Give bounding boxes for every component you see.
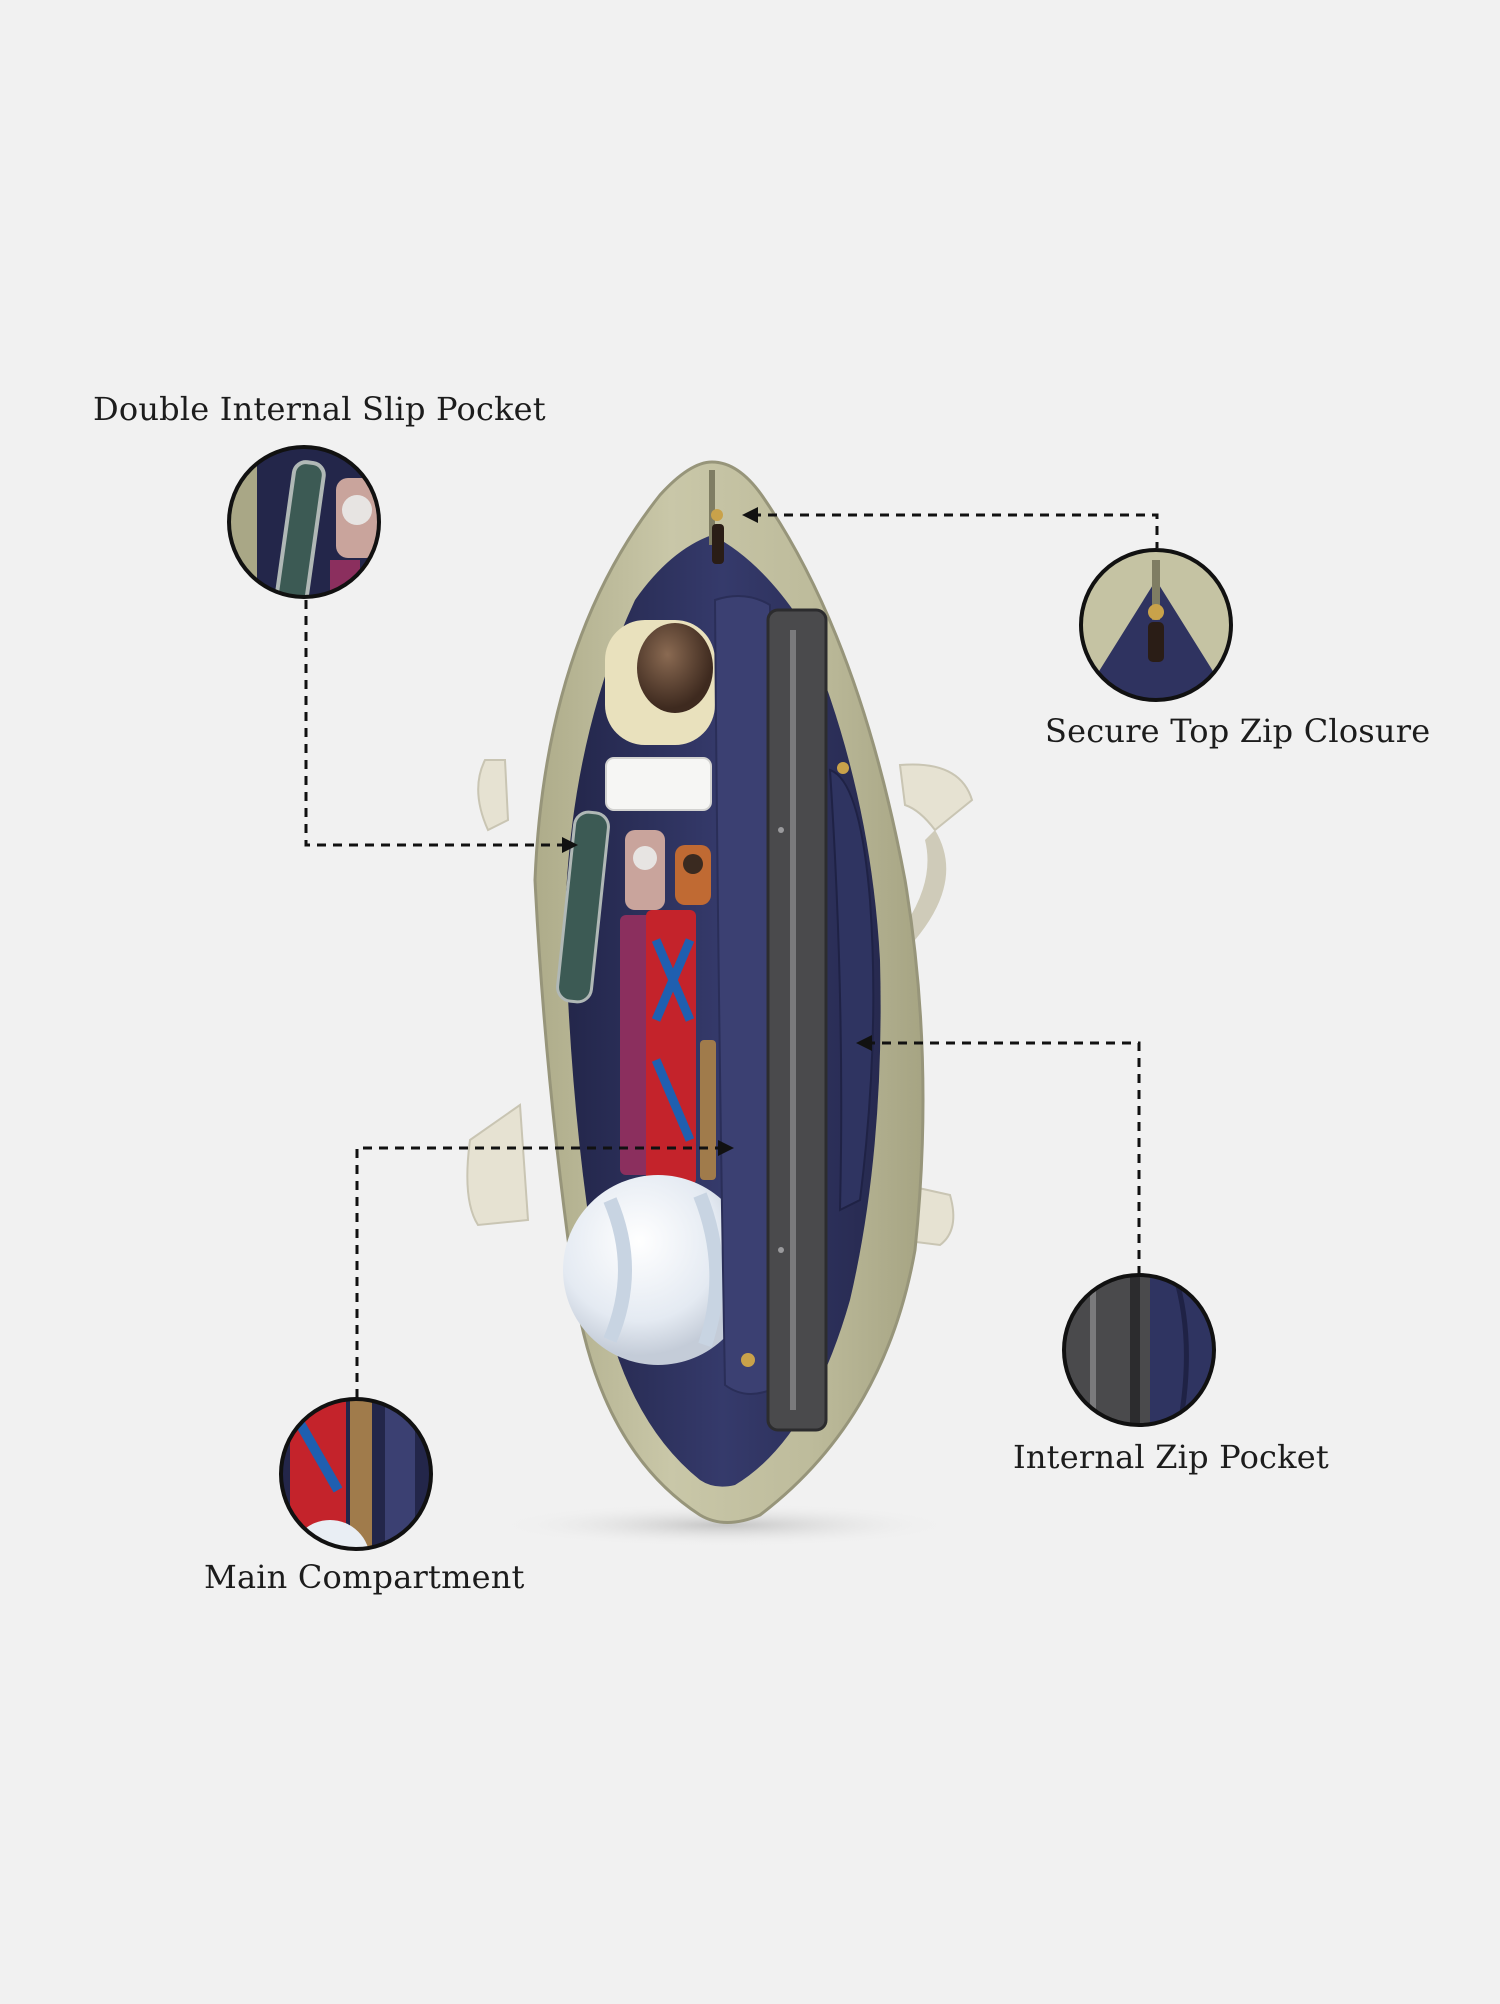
- bag-handles: [466, 759, 974, 1247]
- internal-zip-pocket-label: Internal Zip Pocket: [1013, 1438, 1329, 1476]
- bag-shadow: [495, 1503, 955, 1547]
- callout-circle-slip-pocket: [227, 445, 381, 599]
- zipper-pull-icon: [711, 509, 724, 564]
- divider-pocket: [713, 595, 771, 1395]
- ball-item: [563, 1175, 753, 1365]
- jar-item: [605, 620, 715, 811]
- main-compartment-label: Main Compartment: [204, 1558, 525, 1596]
- callout-circle-internal-zip: [1062, 1273, 1216, 1427]
- arrow-head-icon: [562, 507, 872, 1156]
- internal-zip-pocket: [828, 768, 875, 1212]
- double-slip-pocket-label: Double Internal Slip Pocket: [93, 390, 546, 428]
- leader-lines: [304, 513, 1159, 1398]
- callout-circle-top-zip: [1079, 548, 1233, 702]
- phone-item: [556, 810, 610, 1004]
- secure-top-zip-label: Secure Top Zip Closure: [1045, 712, 1431, 750]
- laptop-item: [766, 608, 828, 1432]
- cosmetics-items: [620, 830, 716, 1185]
